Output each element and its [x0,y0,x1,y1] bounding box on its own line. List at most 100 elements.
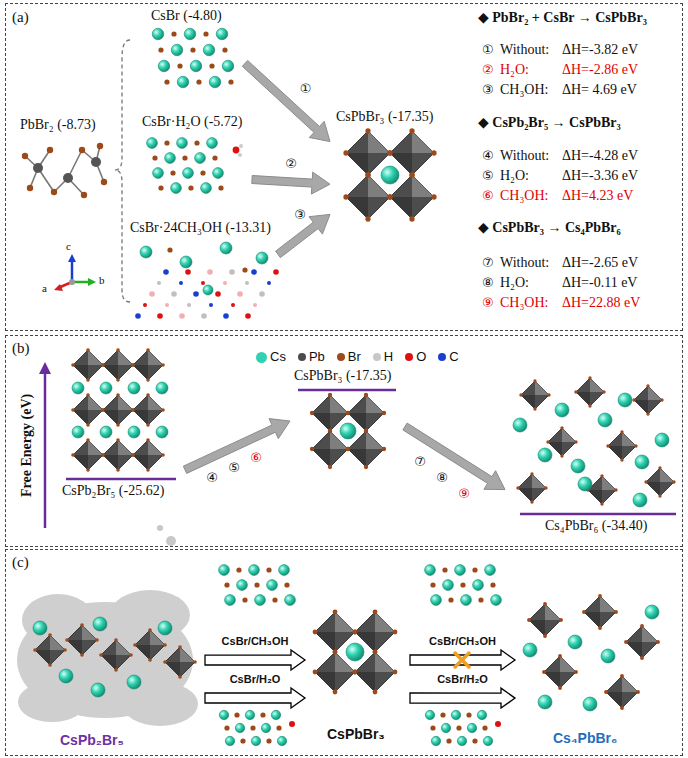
cs-atom [441,723,450,732]
atom [163,660,167,664]
octahedron-face [646,482,660,496]
atom [387,150,392,155]
legend-text: C [449,349,458,365]
panel-box: (c)CsPb₂Br₅CsPbBr₃Cs₄PbBr₆ [6,550,682,755]
cs-atom [285,595,296,606]
blocked-mark [455,653,469,667]
cs-atom [93,617,107,631]
atom [430,725,435,730]
atom [131,363,135,367]
cs-atom [153,168,164,179]
callout-number: ⑤ [228,460,240,476]
structure-label: CsPbBr₃ (-17.35) [294,368,391,385]
atom [310,411,314,415]
atom [161,453,165,457]
atom [602,390,605,393]
atom [604,690,608,694]
atom [478,597,483,602]
atom [544,486,547,489]
octahedron-face [588,490,602,504]
atom [152,155,157,160]
atom [188,185,193,190]
text-label: H₂O: [500,62,529,79]
octahedron-face [622,676,638,692]
octahedron-face [660,468,674,482]
atom [560,426,563,429]
structure-node: CsPb₂Br₅ [15,575,205,750]
cs-atom [538,695,552,709]
atom [365,172,370,177]
cs-atom [91,683,105,697]
atom [588,376,591,379]
hollow-arrow [410,688,515,708]
atom [178,645,182,649]
text-label: ΔH= 4.69 eV [562,82,637,99]
atom [131,453,135,457]
atom [116,423,120,427]
text-label: c [66,240,71,253]
octahedron-face [346,197,368,219]
atom [600,474,603,477]
atom [157,313,163,319]
atom [440,712,445,717]
atom [266,738,271,743]
structure-label: PbBr₂ (-8.73) [20,117,96,134]
atom [157,281,161,285]
octahedron-face [590,378,604,392]
atom [215,291,221,297]
atom [196,79,201,84]
octahedron-face [355,672,375,692]
octahedron-face [366,395,384,413]
octahedron-face [602,476,616,490]
atom [182,155,187,160]
atom [636,690,640,694]
atom [365,128,370,133]
atom [80,623,84,627]
octahedron-face [118,395,133,410]
atom [446,738,451,743]
cs-atom [100,382,112,394]
cs-atom [156,382,168,394]
text-label: Without: [500,255,549,272]
atom [495,721,501,727]
atom [101,179,107,185]
atom [559,618,563,622]
text-label: ◆ CsPbBr₃ → Cs₄PbBr₆ [478,220,621,237]
cs-atom [225,736,234,745]
cs-atom [140,246,152,258]
cs-atom [222,60,234,72]
atom [393,630,398,635]
cs-atom [571,459,585,473]
atom [614,610,618,614]
atom [223,281,227,285]
octahedron-face [560,656,576,672]
octahedron-face [532,474,546,488]
structure-node: CsBr (-4.80) [145,6,245,88]
legend-swatch [405,353,413,361]
atom [97,143,103,149]
structure-node: Cs₄PbBr₆ (-34.40) [505,372,677,540]
structure-label: CsPb₂Br₅ [60,732,124,749]
atom [527,618,531,622]
atom [373,650,378,655]
octahedron-face [133,410,148,425]
structure-label: CsPbBr₃ [327,726,385,743]
text-label: a [42,282,47,295]
cs-atom [538,448,552,462]
atom [530,472,533,475]
atom [346,411,350,415]
atom [228,79,233,84]
cs-atom [431,736,440,745]
cs-atom [255,595,266,606]
text-label: b [99,274,105,287]
octahedron [73,350,103,380]
octahedron [518,474,546,502]
octahedron [576,378,604,406]
cs-atom [235,723,244,732]
hollow-arrow [205,688,305,708]
atom [179,281,183,285]
atom [236,567,241,572]
octahedron-face [312,413,330,431]
atom [365,172,370,177]
structure-node: CsPb₂Br₅ (-25.62) [60,345,185,505]
